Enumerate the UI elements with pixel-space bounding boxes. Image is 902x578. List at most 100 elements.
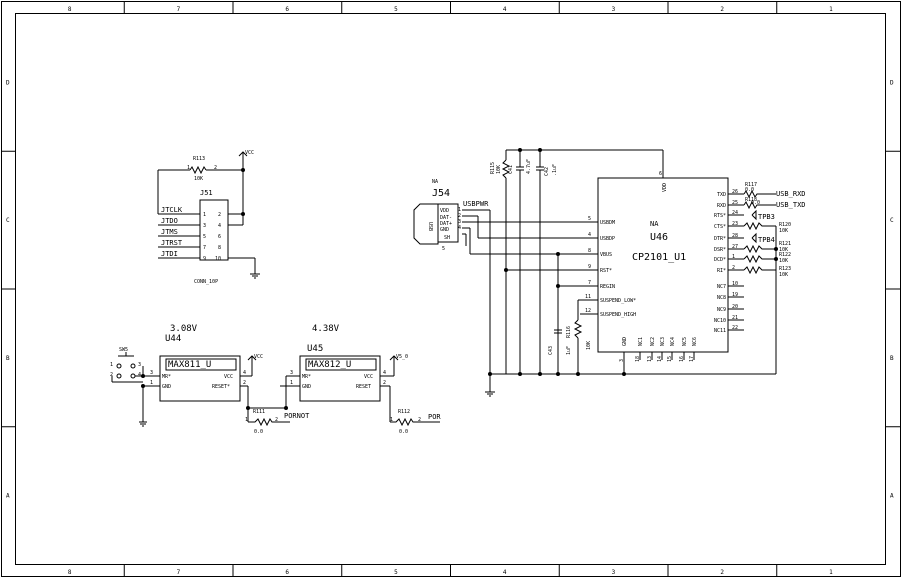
u46-pin-name: RXD bbox=[717, 203, 726, 209]
frame-row-label: D bbox=[890, 79, 894, 86]
u46-pin-name: NC6 bbox=[692, 337, 698, 346]
u46-cp2101: NA U46 CP2101_U1 VDD 6 5USBDM4USBDP8VBUS… bbox=[580, 171, 744, 362]
u46-pin-name: NC1 bbox=[638, 337, 644, 346]
svg-text:3: 3 bbox=[138, 362, 141, 368]
u46-ref: U46 bbox=[650, 232, 668, 243]
u44-part: MAX811_U bbox=[168, 360, 211, 370]
frame-col-label: 1 bbox=[829, 569, 833, 576]
u44-voltage: 3.08V bbox=[170, 324, 198, 334]
svg-text:1: 1 bbox=[150, 380, 153, 386]
u46-pin-name: TXD bbox=[717, 192, 726, 198]
r111-value: 0.0 bbox=[254, 429, 263, 435]
svg-text:VCC: VCC bbox=[224, 374, 233, 380]
svg-text:2: 2 bbox=[214, 165, 217, 171]
frame-row-label: C bbox=[6, 217, 10, 224]
svg-text:0.0: 0.0 bbox=[745, 187, 754, 193]
u46-pin-number: 4 bbox=[588, 232, 591, 238]
svg-text:MR*: MR* bbox=[162, 374, 171, 380]
svg-text:5: 5 bbox=[442, 246, 445, 252]
svg-text:GND: GND bbox=[302, 384, 311, 390]
sw5-ref: SW5 bbox=[119, 347, 128, 353]
u46-pin-number: 5 bbox=[588, 216, 591, 222]
svg-text:SH: SH bbox=[444, 235, 450, 241]
u46-pin-number: 23 bbox=[732, 221, 738, 227]
u46-pin-name: NC5 bbox=[682, 337, 688, 346]
svg-text:2: 2 bbox=[110, 372, 113, 378]
j54-ref: J54 bbox=[432, 188, 450, 199]
frame-col-label: 6 bbox=[285, 569, 289, 576]
frame-row-label: A bbox=[890, 493, 894, 500]
u46-pin-number: 21 bbox=[732, 315, 738, 321]
frame-col-label: 8 bbox=[68, 569, 72, 576]
frame-col-label: 5 bbox=[394, 569, 398, 576]
frame-col-label: 7 bbox=[177, 569, 181, 576]
svg-text:MR*: MR* bbox=[302, 374, 311, 380]
svg-text:VDD: VDD bbox=[440, 208, 449, 214]
svg-text:GND: GND bbox=[162, 384, 171, 390]
u45-ref: U45 bbox=[307, 344, 323, 354]
svg-text:3: 3 bbox=[290, 370, 293, 376]
svg-text:10K: 10K bbox=[779, 258, 788, 264]
u46-pin-name: RI* bbox=[717, 268, 726, 274]
svg-text:1uF: 1uF bbox=[566, 346, 572, 355]
u46-right-side: R117 0.0 USB_RXD R118 0.0 USB_TXD TPB3 R… bbox=[743, 182, 806, 278]
svg-text:10K: 10K bbox=[779, 247, 788, 253]
svg-text:4: 4 bbox=[218, 223, 221, 229]
svg-text:.1uF: .1uF bbox=[552, 164, 558, 176]
frame-row-label: B bbox=[6, 355, 10, 362]
svg-text:4: 4 bbox=[458, 225, 461, 231]
u46-pin-number: 16 bbox=[679, 356, 685, 362]
svg-text:4: 4 bbox=[383, 370, 386, 376]
u46-pin-name: NC3 bbox=[660, 337, 666, 346]
svg-text:2: 2 bbox=[418, 417, 421, 423]
u46-pin-name: VBUS bbox=[600, 252, 612, 258]
usbpwr-net: USBPWR bbox=[463, 200, 489, 208]
u46-pin-name: GND bbox=[622, 337, 628, 346]
u46-pin-number: 8 bbox=[588, 248, 591, 254]
u46-pin-number: 25 bbox=[732, 200, 738, 206]
svg-text:2: 2 bbox=[383, 380, 386, 386]
svg-text:2: 2 bbox=[275, 417, 278, 423]
r112-ref: R112 bbox=[398, 409, 410, 415]
svg-text:C41: C41 bbox=[508, 165, 514, 174]
u46-pin-name: NC10 bbox=[714, 318, 726, 324]
svg-text:R118: R118 bbox=[745, 197, 757, 203]
svg-text:1: 1 bbox=[187, 165, 190, 171]
svg-text:C42: C42 bbox=[544, 167, 550, 176]
j51-vcc-label: VCC bbox=[245, 150, 254, 156]
svg-text:10K: 10K bbox=[779, 228, 788, 234]
svg-text:DAT-: DAT- bbox=[440, 215, 452, 221]
tpb4-net: TPB4 bbox=[758, 236, 775, 244]
u44-vcc-label: VCC bbox=[254, 354, 263, 360]
u46-pin-number: 17 bbox=[689, 356, 695, 362]
frame-col-label: 3 bbox=[612, 569, 616, 576]
svg-text:4.7uF: 4.7uF bbox=[526, 159, 532, 174]
por-net: POR bbox=[428, 413, 441, 421]
usb-rxd-net: USB_RXD bbox=[776, 190, 806, 198]
svg-text:10K: 10K bbox=[496, 165, 502, 174]
u46-pin-number: 27 bbox=[732, 244, 738, 250]
svg-text:10K: 10K bbox=[586, 341, 592, 350]
svg-text:R121: R121 bbox=[779, 241, 791, 247]
u46-pin-name: NC4 bbox=[670, 337, 676, 346]
svg-text:1: 1 bbox=[290, 380, 293, 386]
u46-pin-number: 10 bbox=[732, 281, 738, 287]
reset-section: SW5 1 2 3 4 3.08V U44 MAX811_U MR* GND V… bbox=[110, 324, 441, 435]
u46-pin-number: 13 bbox=[647, 356, 653, 362]
u46-pin-number: 28 bbox=[732, 233, 738, 239]
svg-text:1: 1 bbox=[458, 207, 461, 213]
u46-pin-name: NC8 bbox=[717, 295, 726, 301]
svg-text:1: 1 bbox=[390, 417, 393, 423]
u46-pin-number: 7 bbox=[588, 280, 591, 286]
u46-pin-name: NC7 bbox=[717, 284, 726, 290]
u46-pin-name: SUSPEND_HIGH bbox=[600, 312, 636, 318]
frame-col-label: 4 bbox=[503, 569, 507, 576]
r112-value: 0.0 bbox=[399, 429, 408, 435]
u46-pin-number: 20 bbox=[732, 304, 738, 310]
jtrst-label: JTRST bbox=[161, 239, 183, 247]
svg-text:7: 7 bbox=[203, 245, 206, 251]
svg-text:NA: NA bbox=[650, 220, 659, 228]
jtdo-label: JTDO bbox=[161, 217, 178, 225]
u46-pin-name: CTS* bbox=[714, 224, 726, 230]
